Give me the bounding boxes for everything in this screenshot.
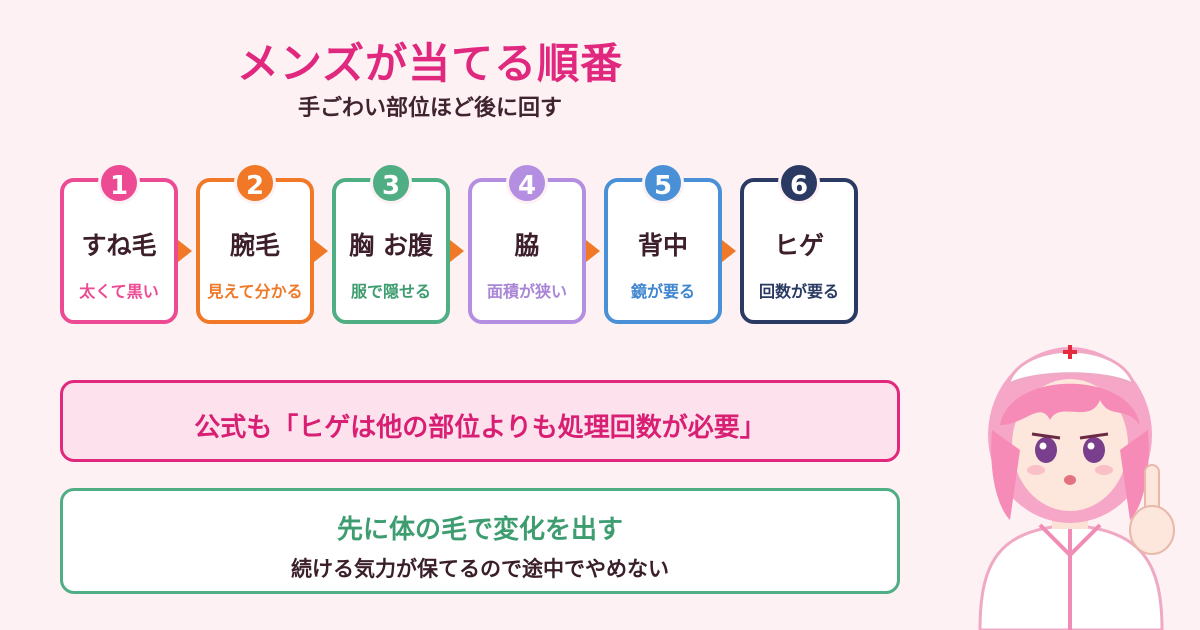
arrow-right-icon	[586, 240, 600, 262]
step-card-4: 4 脇 面積が狭い	[468, 162, 586, 324]
tip-box: 先に体の毛で変化を出す 続ける気力が保てるので途中でやめない	[60, 488, 900, 594]
arrow-right-icon	[314, 240, 328, 262]
arrow-right-icon	[450, 240, 464, 262]
step-card-1: 1 すね毛 太くて黒い	[60, 162, 178, 324]
notice-box: 公式も「ヒゲは他の部位よりも処理回数が必要」	[60, 380, 900, 462]
arrow-right-icon	[722, 240, 736, 262]
step-card-3: 3 胸 お腹 服で隠せる	[332, 162, 450, 324]
step-number-badge: 2	[234, 162, 276, 204]
step-number-badge: 6	[778, 162, 820, 204]
tip-headline: 先に体の毛で変化を出す	[336, 515, 623, 545]
step-number-badge: 5	[642, 162, 684, 204]
steps-row: 1 すね毛 太くて黒い 2 腕毛 見えて分かる 3 胸 お腹 服で隠せる 4 脇…	[60, 158, 860, 328]
step-card-5: 5 背中 鏡が要る	[604, 162, 722, 324]
step-name: 腕毛	[229, 231, 280, 260]
step-name: 胸 お腹	[349, 231, 433, 260]
step-number-badge: 3	[370, 162, 412, 204]
step-desc: 回数が要る	[758, 282, 839, 301]
step-name: すね毛	[81, 231, 157, 260]
nurse-character-illustration	[978, 345, 1175, 630]
page-title: メンズが当てる順番	[236, 39, 624, 88]
step-name: ヒゲ	[773, 231, 824, 260]
step-desc: 面積が狭い	[486, 282, 567, 301]
step-desc: 見えて分かる	[207, 282, 303, 301]
step-desc: 服で隠せる	[350, 282, 431, 301]
step-name: 脇	[514, 231, 540, 260]
step-desc: 太くて黒い	[79, 282, 159, 301]
notice-text: 公式も「ヒゲは他の部位よりも処理回数が必要」	[194, 413, 766, 443]
step-desc: 鏡が要る	[630, 282, 695, 301]
tip-detail: 続ける気力が保てるので途中でやめない	[291, 557, 669, 581]
step-number-badge: 4	[506, 162, 548, 204]
arrow-right-icon	[178, 240, 192, 262]
step-card-2: 2 腕毛 見えて分かる	[196, 162, 314, 324]
step-card-6: 6 ヒゲ 回数が要る	[740, 162, 858, 324]
step-number-badge: 1	[98, 162, 140, 204]
page-subtitle: 手ごわい部位ほど後に回す	[297, 96, 562, 121]
step-name: 背中	[637, 231, 688, 260]
